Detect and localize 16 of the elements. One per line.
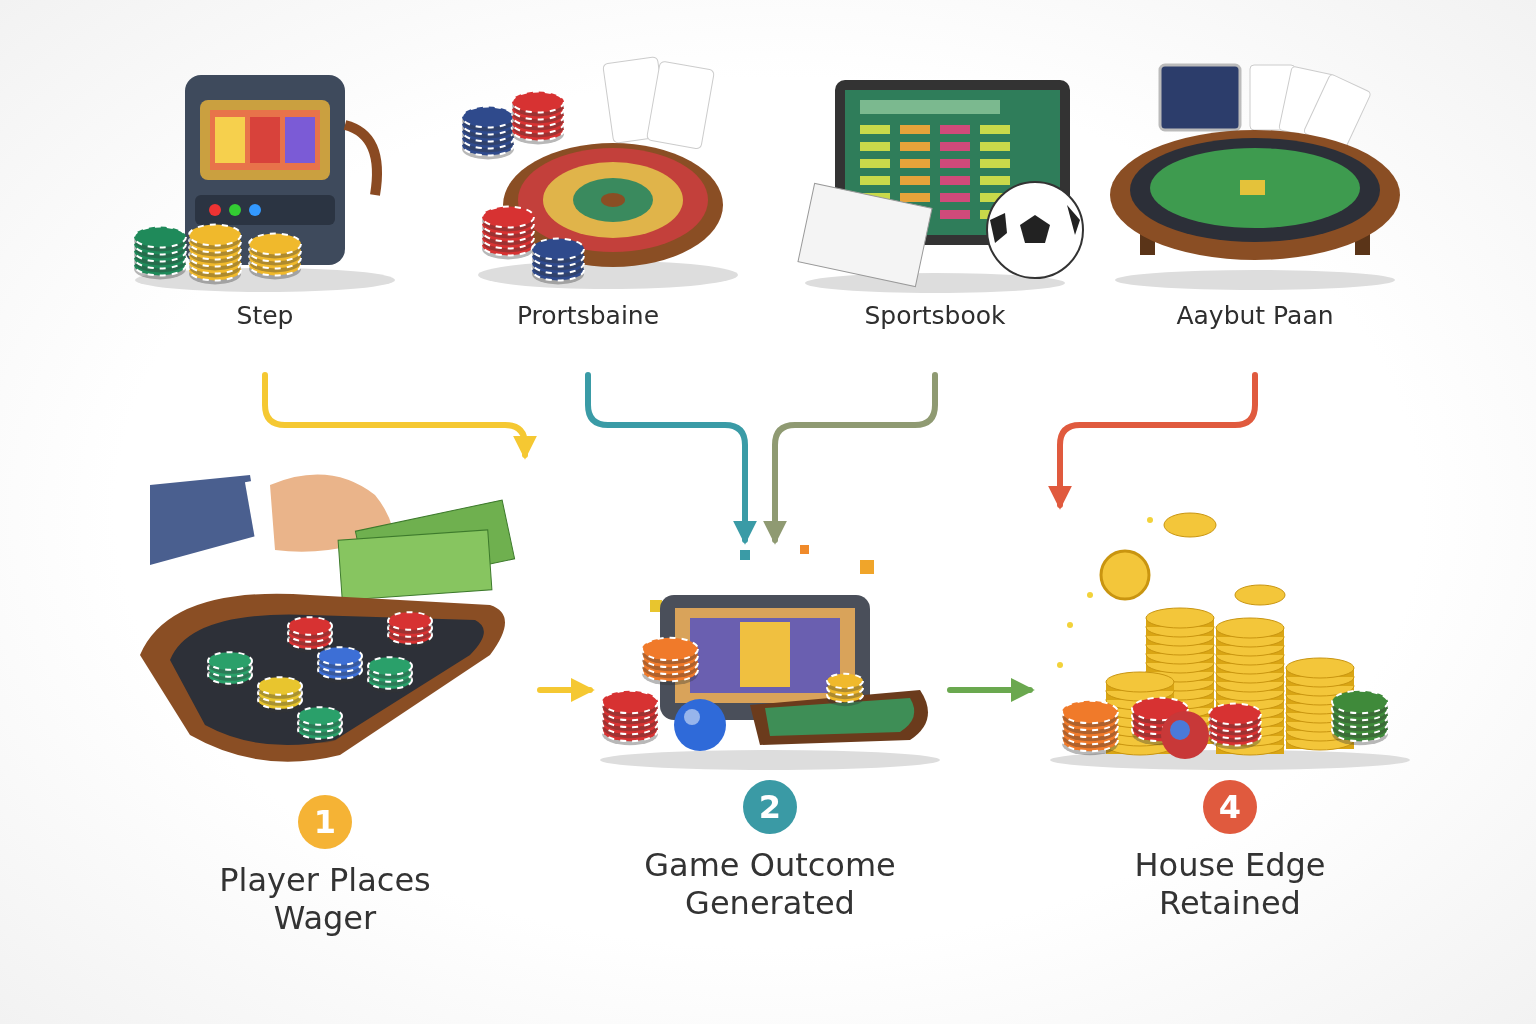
step-title: House Edge Retained — [1133, 846, 1327, 922]
step-number-badge: 4 — [1203, 780, 1257, 834]
step-number-badge: 2 — [743, 780, 797, 834]
step-number-badge: 1 — [298, 795, 352, 849]
step-title: Game Outcome Generated — [643, 846, 897, 922]
category-label: Step — [236, 301, 294, 330]
category-label: Prortsbaine — [516, 301, 660, 330]
arrow — [1048, 372, 1258, 510]
category-label: Sportsbook — [864, 301, 1006, 330]
step-title: Player Places Wager — [218, 861, 432, 937]
category-label: Aaybut Paan — [1176, 301, 1334, 330]
arrow — [537, 678, 595, 702]
arrow — [763, 372, 938, 545]
arrow — [585, 372, 757, 545]
arrow — [947, 678, 1035, 702]
arrow — [262, 372, 537, 460]
